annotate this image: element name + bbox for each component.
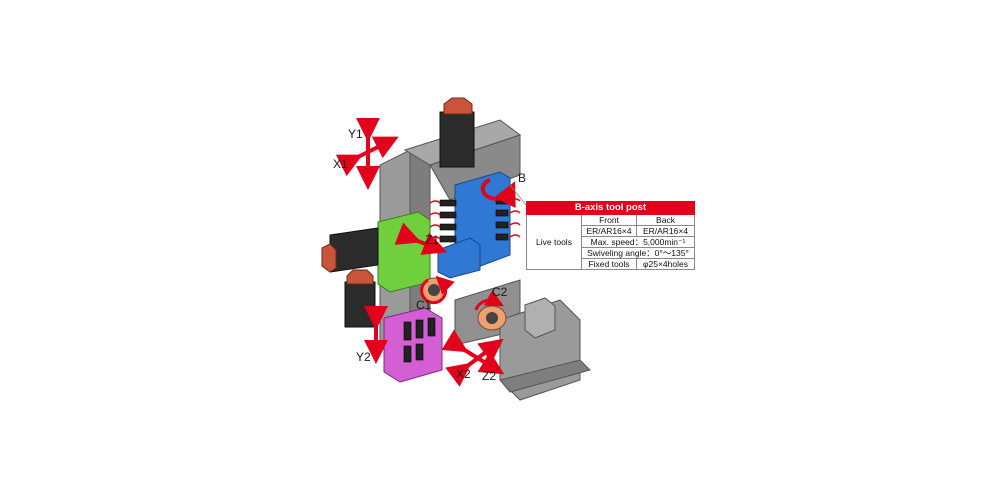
sub-spindle-headstock bbox=[477, 297, 591, 401]
max-speed-value: Max. speed：5,000min⁻¹ bbox=[581, 236, 695, 248]
axis-label-c1: C1 bbox=[416, 298, 432, 312]
axis-label-b: B bbox=[518, 171, 527, 185]
c2-rotation-arrow bbox=[474, 289, 504, 311]
green-turret bbox=[321, 211, 431, 293]
x2-z2-arrows bbox=[441, 329, 505, 387]
axis-label-z1: Z1 bbox=[425, 233, 440, 247]
axis-label-z2: Z2 bbox=[482, 369, 497, 383]
y1-x1-arrows bbox=[335, 118, 399, 190]
pink-turret bbox=[383, 307, 443, 383]
axis-label-y1: Y1 bbox=[348, 127, 363, 141]
fixed-tools-label: Fixed tools bbox=[581, 258, 637, 270]
axis-label-x1: X1 bbox=[333, 157, 348, 171]
lower-left-motor bbox=[344, 269, 376, 328]
spec-table-title: B-axis tool post bbox=[526, 201, 695, 215]
swiveling-angle-value: Swiveling angle：0°～135° bbox=[581, 247, 695, 259]
c1-rotation-arrow bbox=[420, 275, 455, 305]
b-axis-spec-table: B-axis tool post Live tools Front Back E… bbox=[526, 201, 695, 270]
back-header: Back bbox=[636, 214, 695, 226]
axis-label-y2: Y2 bbox=[356, 350, 371, 364]
table-leader-line bbox=[509, 184, 527, 206]
axis-label-c2: C2 bbox=[492, 285, 508, 299]
front-value: ER/AR16×4 bbox=[581, 225, 637, 237]
z1-arrow bbox=[394, 222, 448, 255]
live-tools-label: Live tools bbox=[526, 214, 582, 270]
front-header: Front bbox=[581, 214, 637, 226]
top-servo-motor bbox=[439, 97, 475, 168]
b-rotation-arrow bbox=[480, 178, 516, 209]
fixed-tools-value: φ25×4holes bbox=[636, 258, 695, 270]
axis-label-x2: X2 bbox=[456, 367, 471, 381]
back-value: ER/AR16×4 bbox=[636, 225, 695, 237]
